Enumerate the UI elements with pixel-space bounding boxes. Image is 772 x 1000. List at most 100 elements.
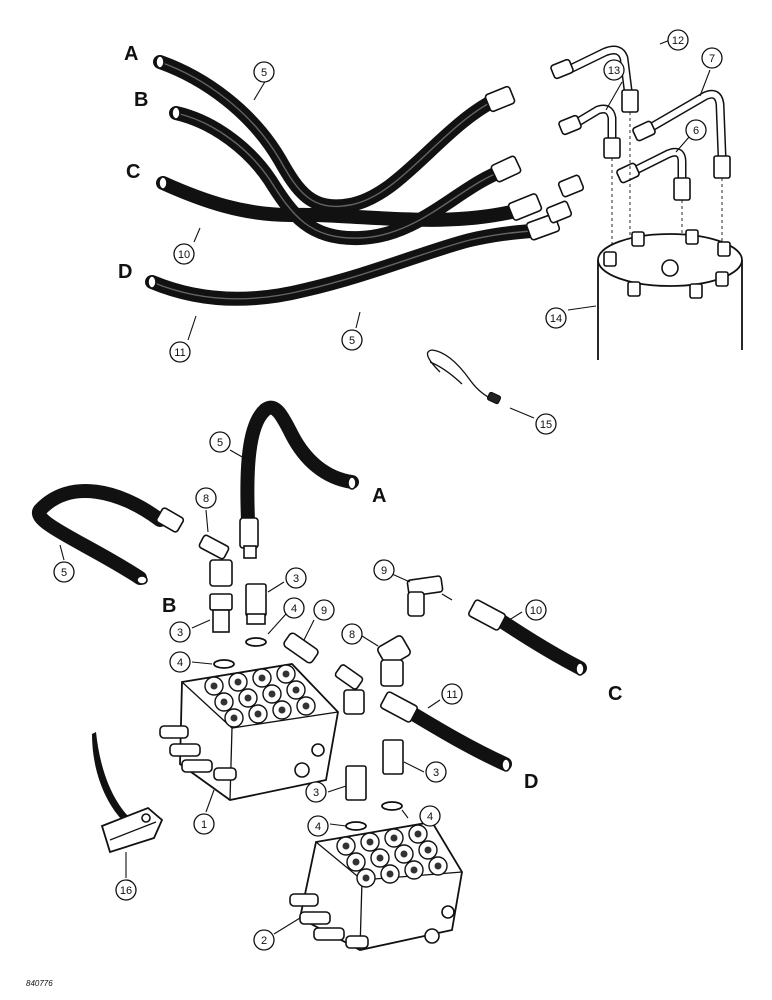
hose-b-lower-fitting [155, 507, 185, 533]
svg-text:16: 16 [120, 885, 132, 897]
callout-8-right: 8 [341, 623, 363, 645]
letter-d-upper: D [118, 261, 132, 283]
letter-c-upper: C [126, 161, 140, 183]
adapter-3-a [209, 593, 233, 633]
elbow-fitting-8-left [198, 534, 233, 587]
hose-c-lower [493, 613, 587, 675]
callout-3-b: 3 [285, 567, 307, 589]
callout-14: 14 [545, 307, 567, 329]
svg-text:4: 4 [427, 811, 433, 823]
callout-13: 13 [603, 59, 625, 81]
svg-text:3: 3 [177, 627, 183, 639]
svg-text:12: 12 [672, 35, 684, 47]
elbow-fitting-9-top [406, 575, 453, 617]
callout-2: 2 [253, 929, 275, 951]
elbow-fitting-9-mid [283, 632, 319, 664]
svg-text:5: 5 [217, 437, 223, 449]
hose-a [153, 55, 502, 214]
o-ring-4-c [381, 801, 403, 811]
svg-text:2: 2 [261, 935, 267, 947]
hose-fittings-upper [484, 85, 585, 241]
alignment-lines [611, 112, 723, 250]
callout-3-c: 3 [425, 761, 447, 783]
svg-text:10: 10 [530, 605, 542, 617]
hose-b-end [171, 106, 181, 120]
callout-5-upper-a: 5 [253, 61, 275, 83]
svg-text:5: 5 [349, 335, 355, 347]
svg-text:6: 6 [693, 125, 699, 137]
cylinder-14 [597, 229, 743, 360]
tube-13 [558, 104, 621, 159]
letter-b-lower: B [162, 595, 176, 617]
callout-11-lower: 11 [441, 683, 463, 705]
svg-text:5: 5 [261, 67, 267, 79]
svg-text:9: 9 [321, 605, 327, 617]
letter-a-upper: A [124, 43, 138, 65]
callout-7: 7 [701, 47, 723, 69]
svg-text:9: 9 [381, 565, 387, 577]
svg-text:10: 10 [178, 249, 190, 261]
callout-5-lower-a: 5 [209, 431, 231, 453]
letter-b-upper: B [134, 89, 148, 111]
o-ring-4-d [345, 821, 367, 831]
hose-c-lower-fitting [468, 599, 506, 631]
svg-text:8: 8 [349, 629, 355, 641]
callout-1: 1 [193, 813, 215, 835]
callout-12: 12 [667, 29, 689, 51]
elbow-fitting-8-center [334, 664, 365, 715]
callout-9-mid: 9 [313, 599, 335, 621]
upper-hose-assembly [145, 45, 743, 405]
control-valve-2 [289, 821, 463, 951]
svg-text:3: 3 [433, 767, 439, 779]
adapter-3-b [245, 583, 267, 625]
tube-6 [616, 147, 691, 201]
hose-end-letters: A B C D A B C D [118, 43, 622, 793]
callout-16: 16 [115, 879, 137, 901]
hose-d-end [147, 275, 157, 289]
elbow-fitting-8-right [377, 635, 411, 687]
svg-text:4: 4 [291, 603, 297, 615]
hose-a-end [155, 55, 165, 69]
svg-text:4: 4 [177, 657, 183, 669]
callout-15: 15 [535, 413, 557, 435]
control-valve-1 [159, 663, 339, 801]
svg-text:8: 8 [203, 493, 209, 505]
hose-d [145, 223, 547, 306]
svg-text:15: 15 [540, 419, 552, 431]
svg-text:3: 3 [313, 787, 319, 799]
letter-a-lower: A [372, 485, 386, 507]
hose-b-lower [31, 484, 167, 585]
callout-9-top: 9 [373, 559, 395, 581]
callout-5-upper-b: 5 [341, 329, 363, 351]
adapter-3-c [382, 739, 404, 775]
callout-3-d: 3 [305, 781, 327, 803]
svg-text:1: 1 [201, 819, 207, 831]
svg-text:3: 3 [293, 573, 299, 585]
hose-b [169, 106, 512, 246]
cable-tie-15 [426, 349, 502, 405]
svg-text:11: 11 [446, 689, 457, 701]
clip-16 [92, 732, 164, 854]
callout-6: 6 [685, 119, 707, 141]
callout-5-lower-b: 5 [53, 561, 75, 583]
svg-text:13: 13 [608, 65, 620, 77]
svg-text:14: 14 [550, 313, 562, 325]
tube-12 [550, 45, 639, 113]
letter-d-lower: D [524, 771, 538, 793]
callout-8-left: 8 [195, 487, 217, 509]
svg-text:5: 5 [61, 567, 67, 579]
o-ring-4-b [245, 637, 267, 647]
hose-d-lower-fitting [380, 691, 418, 723]
drawing-id: 840776 [26, 979, 53, 988]
o-ring-4-a [213, 659, 235, 669]
callout-3-a: 3 [169, 621, 191, 643]
callout-11-upper: 11 [169, 341, 191, 363]
hose-c [156, 176, 527, 227]
svg-text:11: 11 [174, 347, 185, 359]
adapter-3-d [345, 765, 367, 801]
letter-c-lower: C [608, 683, 622, 705]
callouts: 5 12 13 7 6 10 11 5 14 15 5 8 5 3 3 4 4 … [53, 29, 723, 951]
callout-4-c: 4 [419, 805, 441, 827]
hose-d-lower [403, 705, 512, 771]
